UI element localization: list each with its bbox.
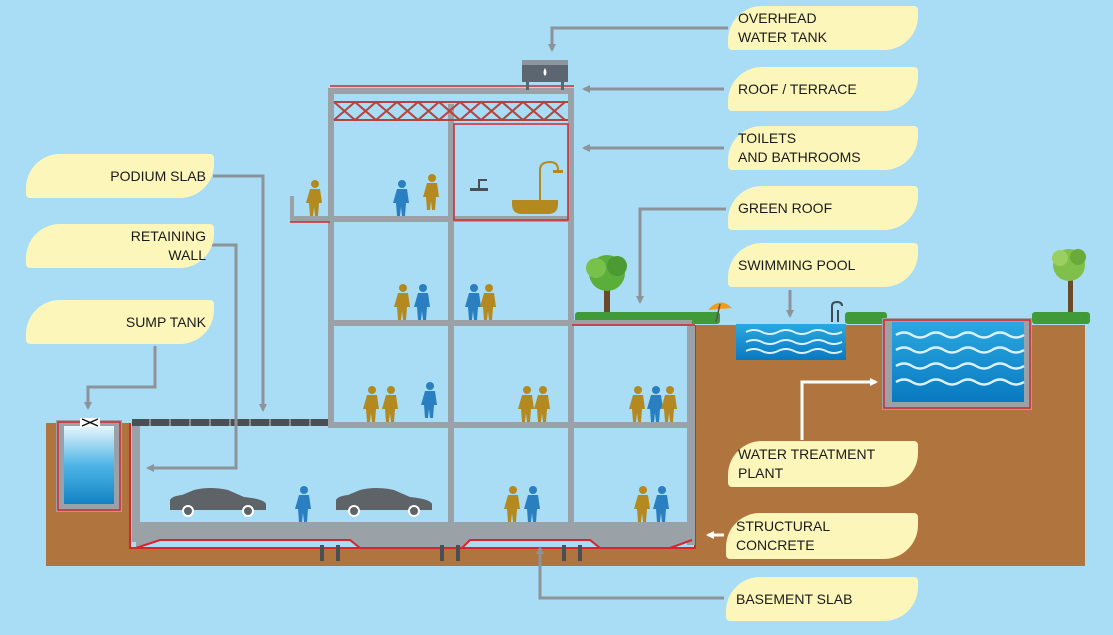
- label-text: PODIUM SLAB: [110, 167, 206, 184]
- label-text: BASEMENT SLAB: [736, 590, 853, 607]
- podium-slab: [132, 419, 330, 426]
- roof-truss: [333, 100, 568, 122]
- leader-arrows-white: [706, 378, 878, 539]
- label-retaining-wall: RETAINING WALL: [26, 224, 214, 268]
- label-roof-terrace: ROOF / TERRACE: [728, 67, 918, 111]
- leader-arrows: [84, 26, 794, 600]
- tree-icon: [1052, 249, 1086, 312]
- water-treatment-plant: [882, 318, 1032, 410]
- foundation-piles: [320, 545, 582, 561]
- label-podium-slab: PODIUM SLAB: [26, 154, 214, 198]
- building-frame: [290, 88, 692, 534]
- label-text: TOILETS: [738, 130, 797, 146]
- label-text: PLANT: [738, 465, 784, 481]
- shower-icon: [470, 179, 488, 191]
- overhead-water-tank: [522, 60, 568, 90]
- label-text: WALL: [168, 247, 206, 263]
- label-text: RETAINING: [130, 228, 206, 244]
- label-overhead-water-tank: OVERHEAD WATER TANK: [728, 6, 918, 50]
- soil-ground: [46, 325, 1085, 566]
- label-text: WATER TREATMENT: [738, 446, 876, 462]
- label-text: GREEN ROOF: [738, 199, 833, 216]
- label-text: AND BATHROOMS: [738, 149, 861, 165]
- label-text: SWIMMING POOL: [738, 256, 856, 273]
- sump-tank: [56, 418, 122, 512]
- label-text: SUMP TANK: [125, 313, 206, 330]
- label-text: STRUCTURAL: [736, 518, 831, 534]
- label-text: OVERHEAD: [738, 10, 817, 26]
- label-text: ROOF / TERRACE: [738, 80, 857, 97]
- beach-umbrella-icon: [708, 302, 732, 323]
- label-green-roof: GREEN ROOF: [728, 186, 918, 230]
- bathtub-icon: [512, 160, 563, 214]
- swimming-pool: [736, 300, 846, 360]
- label-structural-concrete: STRUCTURAL CONCRETE: [726, 513, 918, 559]
- label-basement-slab: BASEMENT SLAB: [726, 577, 918, 621]
- label-sump-tank: SUMP TANK: [26, 300, 214, 344]
- label-swimming-pool: SWIMMING POOL: [728, 243, 918, 287]
- tree-icon: [586, 255, 627, 312]
- waterproofing-lines: [290, 85, 695, 326]
- label-text: CONCRETE: [736, 537, 815, 553]
- basement: [129, 325, 696, 549]
- label-text: WATER TANK: [738, 29, 827, 45]
- label-water-treatment-plant: WATER TREATMENT PLANT: [728, 441, 918, 487]
- label-toilets-bathrooms: TOILETS AND BATHROOMS: [728, 126, 918, 170]
